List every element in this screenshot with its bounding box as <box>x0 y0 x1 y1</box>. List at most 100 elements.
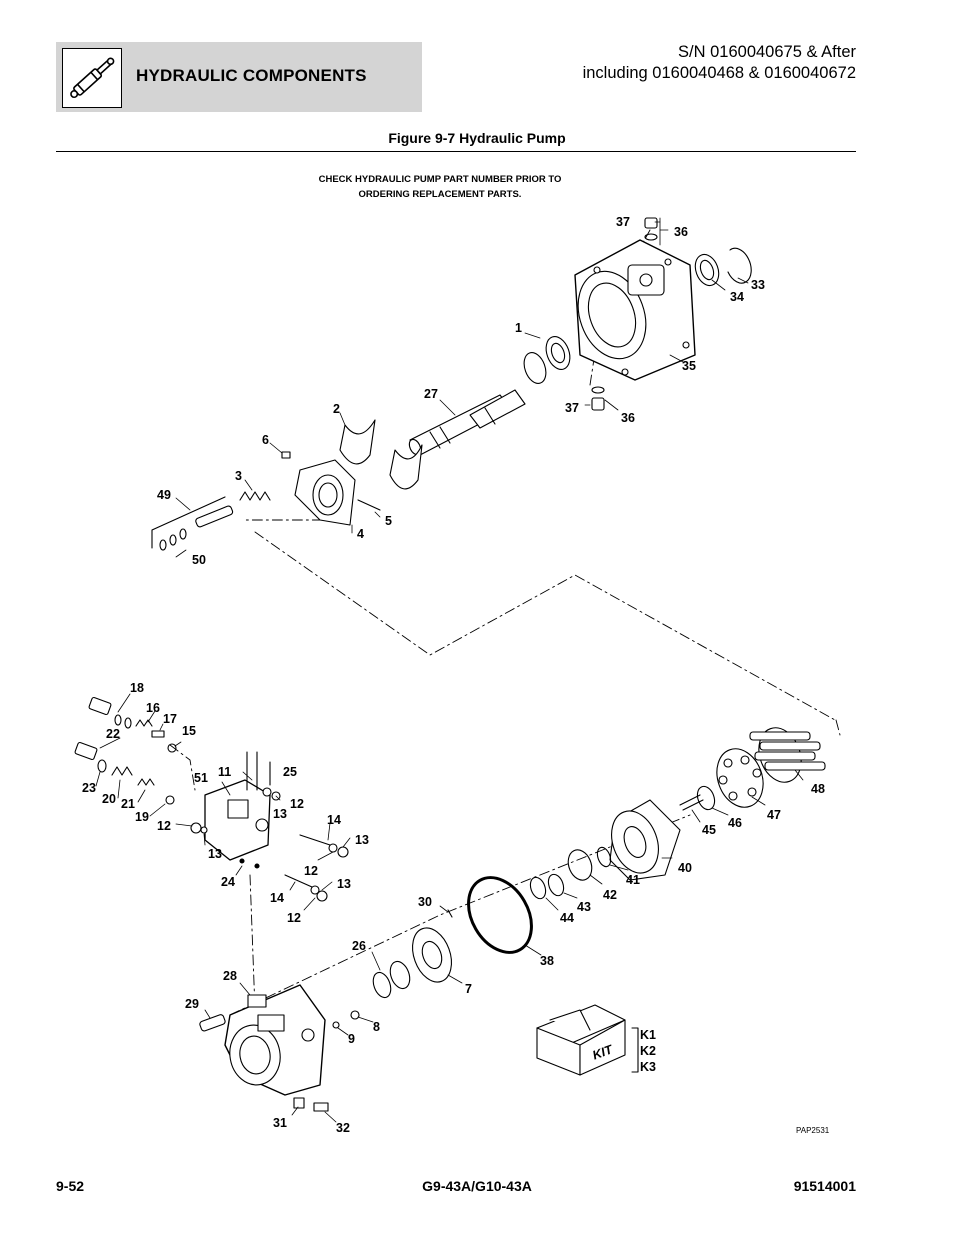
spring-3 <box>239 491 271 501</box>
dowel-24b <box>254 863 260 869</box>
bearing-26 <box>372 960 411 999</box>
callout-30: 30 <box>418 895 432 909</box>
callout-18: 18 <box>130 681 144 695</box>
spring-20 <box>111 766 133 776</box>
oring-23 <box>97 759 107 773</box>
callout-41: 41 <box>626 873 640 887</box>
serial-line-2: including 0160040468 & 0160040672 <box>582 64 856 82</box>
kit-list: K1 K2 K3 <box>640 1028 656 1074</box>
spring-16 <box>135 719 153 727</box>
callout-11: 11 <box>218 765 231 779</box>
callout-16: 16 <box>146 701 160 715</box>
note-line-1: CHECK HYDRAULIC PUMP PART NUMBER PRIOR T… <box>318 174 562 185</box>
callout-28: 28 <box>223 969 237 983</box>
plug-8 <box>350 1010 360 1020</box>
kit-k1: K1 <box>640 1028 656 1042</box>
plug-37-bottom <box>591 397 605 411</box>
callout-24: 24 <box>221 875 235 889</box>
callout-35: 35 <box>682 359 696 373</box>
callout-6: 6 <box>262 433 269 447</box>
callout-36-top: 36 <box>674 225 688 239</box>
callout-46: 46 <box>728 816 742 830</box>
callout-45: 45 <box>702 823 716 837</box>
cylinder-block-40 <box>609 799 681 881</box>
retaining-ring-33 <box>727 247 752 284</box>
kit-k2: K2 <box>640 1044 656 1058</box>
callout-12-left: 12 <box>157 819 171 833</box>
model-number: G9-43A/G10-43A <box>422 1178 532 1194</box>
callout-13-upper: 13 <box>273 807 287 821</box>
callout-20: 20 <box>102 792 116 806</box>
plug-37-top <box>644 217 658 229</box>
callout-1: 1 <box>515 321 522 335</box>
callout-38: 38 <box>540 954 554 968</box>
callout-49: 49 <box>157 488 171 502</box>
callout-21: 21 <box>121 797 135 811</box>
callout-14-upper: 14 <box>327 813 341 827</box>
section-title: HYDRAULIC COMPONENTS <box>136 66 367 85</box>
ring-41 <box>596 846 612 868</box>
document-number: 91514001 <box>793 1178 856 1194</box>
screw-29 <box>199 1014 226 1032</box>
piston-49 <box>195 505 234 528</box>
callout-4: 4 <box>357 527 364 541</box>
pump-housing-35 <box>574 239 696 381</box>
control-valve-51 <box>204 779 271 861</box>
callout-44: 44 <box>560 911 574 925</box>
callout-13-mid: 13 <box>355 833 369 847</box>
pin-45 <box>679 794 701 806</box>
pin-5 <box>357 499 381 511</box>
callout-47: 47 <box>767 808 781 822</box>
bearing-1 <box>523 336 571 384</box>
callout-29: 29 <box>185 997 199 1011</box>
bearing-shell-2b <box>389 444 423 490</box>
callout-33: 33 <box>751 278 765 292</box>
fitting-12-left <box>190 822 202 834</box>
oring-36-bottom <box>591 386 605 394</box>
kit-bracket <box>631 1027 639 1073</box>
callout-22: 22 <box>106 727 120 741</box>
callout-23: 23 <box>82 781 96 795</box>
callout-31: 31 <box>273 1116 287 1130</box>
plug-31 <box>293 1097 305 1109</box>
page-number: 9-52 <box>56 1178 85 1194</box>
callout-19: 19 <box>135 810 149 824</box>
figure-reference: PAP2531 <box>796 1126 830 1135</box>
washer-43 <box>547 873 565 897</box>
callout-15: 15 <box>182 724 196 738</box>
callout-37-top: 37 <box>616 215 630 229</box>
callout-34: 34 <box>730 290 744 304</box>
section-header: HYDRAULIC COMPONENTS <box>56 42 422 112</box>
callout-26: 26 <box>352 939 366 953</box>
callout-12-lower: 12 <box>287 911 301 925</box>
retainer-plate-47 <box>716 748 764 808</box>
callout-36-bottom: 36 <box>621 411 635 425</box>
callout-2: 2 <box>333 402 340 416</box>
swashplate-4 <box>294 459 356 526</box>
seal-34 <box>694 253 720 287</box>
end-cover-28 <box>224 984 326 1096</box>
figure-title: Figure 9-7 Hydraulic Pump <box>388 130 566 146</box>
callout-51: 51 <box>194 771 208 785</box>
drive-shaft-27 <box>408 389 526 456</box>
serial-line-1: S/N 0160040675 & After <box>678 43 856 61</box>
callout-7: 7 <box>465 982 472 996</box>
serial-number-range: S/N 0160040675 & After including 0160040… <box>583 42 856 84</box>
note-line-2: ORDERING REPLACEMENT PARTS. <box>358 188 522 200</box>
seat-19 <box>165 795 175 805</box>
kit-box-icon <box>536 1004 626 1076</box>
ordering-note: CHECK HYDRAULIC PUMP PART NUMBER PRIOR T… <box>290 173 590 202</box>
plug-22 <box>74 741 98 761</box>
callout-43: 43 <box>577 900 591 914</box>
pin-30 <box>447 909 453 918</box>
bracket-49 <box>151 496 226 549</box>
callout-40: 40 <box>678 861 692 875</box>
screw-14a <box>299 834 331 846</box>
callout-42: 42 <box>603 888 617 902</box>
callout-3: 3 <box>235 469 242 483</box>
oring-38 <box>467 876 533 954</box>
hydraulic-cylinder-icon <box>62 48 122 108</box>
plug-9 <box>332 1021 340 1029</box>
callout-32: 32 <box>336 1121 350 1135</box>
